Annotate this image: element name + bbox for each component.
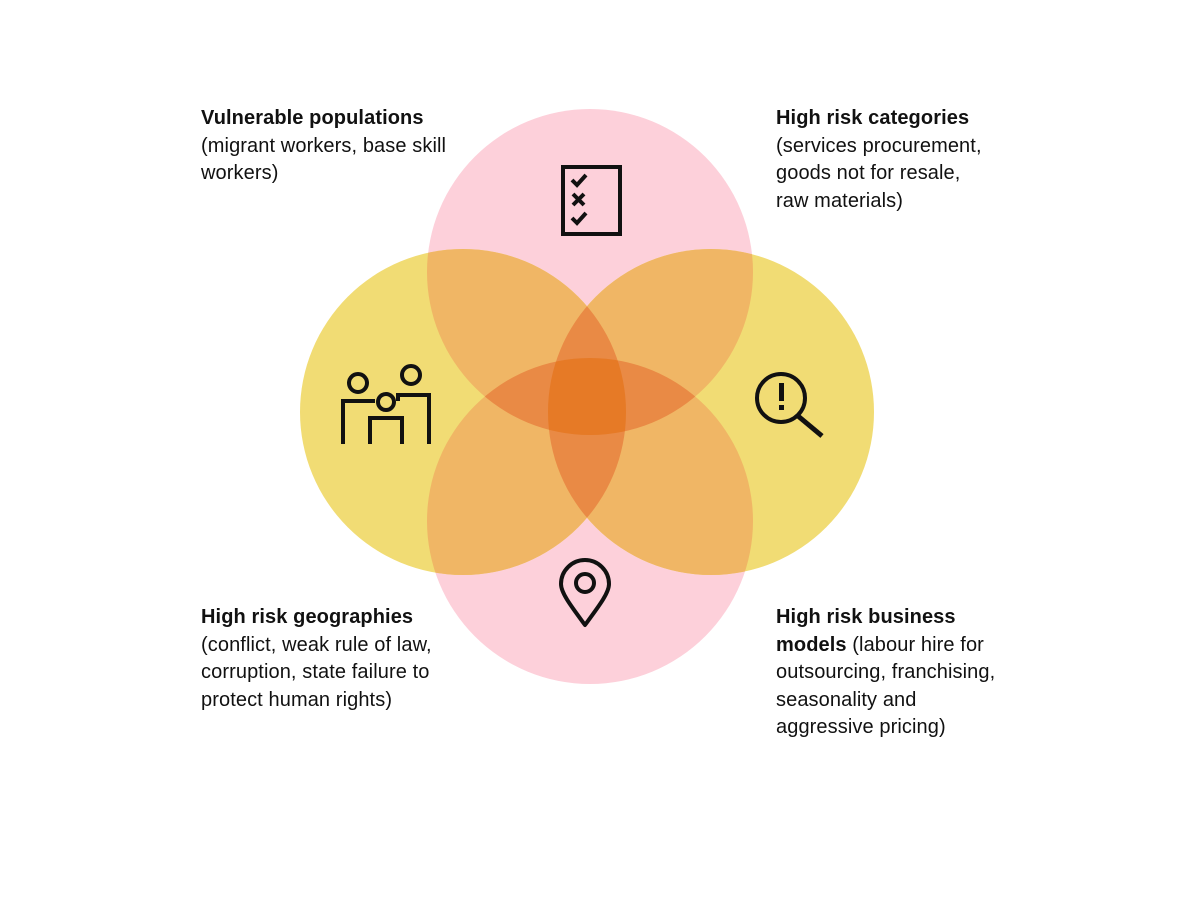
label-high-risk-business-models-detail: (labour hire for outsourcing, franchisin… bbox=[776, 633, 996, 739]
label-high-risk-geographies-detail: (conflict, weak rule of law, corruption,… bbox=[201, 633, 432, 711]
label-high-risk-business-models: High risk business models (labour hire f… bbox=[776, 604, 996, 742]
checklist-icon bbox=[561, 165, 622, 236]
label-high-risk-geographies-title: High risk geographies bbox=[201, 606, 414, 628]
people-icon bbox=[341, 364, 431, 444]
magnifier-alert-icon bbox=[755, 372, 824, 438]
label-vulnerable-populations: Vulnerable populations (migrant workers,… bbox=[201, 105, 461, 188]
label-high-risk-geographies: High risk geographies (conflict, weak ru… bbox=[201, 604, 441, 714]
label-high-risk-categories-detail: (services procurement, goods not for res… bbox=[776, 134, 982, 212]
label-vulnerable-populations-detail: (migrant workers, base skill workers) bbox=[201, 134, 447, 185]
location-pin-icon bbox=[559, 558, 611, 627]
label-high-risk-business-models-title: High risk business models bbox=[776, 606, 956, 656]
label-vulnerable-populations-title: Vulnerable populations bbox=[201, 107, 424, 129]
overlap-bottom-right bbox=[548, 358, 753, 575]
label-high-risk-categories-title: High risk categories bbox=[776, 107, 970, 129]
label-high-risk-categories: High risk categories (services procureme… bbox=[776, 105, 996, 215]
